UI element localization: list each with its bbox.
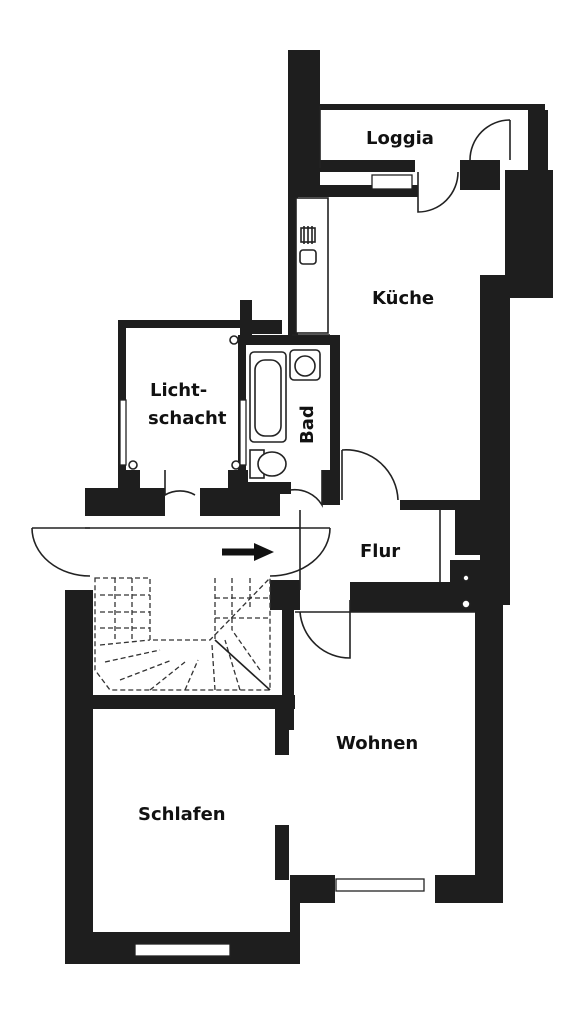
room-label-kueche: Küche bbox=[372, 288, 434, 309]
room-label-wohnen: Wohnen bbox=[336, 733, 418, 754]
room-label-flur: Flur bbox=[360, 541, 400, 562]
arrow-right-icon bbox=[222, 543, 274, 561]
room-label-loggia: Loggia bbox=[366, 128, 434, 149]
room-label-schlafen: Schlafen bbox=[138, 804, 226, 825]
room-label-lichtschacht-line2: schacht bbox=[148, 408, 227, 429]
partitions bbox=[292, 106, 475, 613]
walls bbox=[65, 50, 553, 964]
fixtures bbox=[128, 226, 471, 609]
doors bbox=[31, 119, 511, 659]
staircase bbox=[94, 576, 271, 691]
room-label-bad: Bad bbox=[297, 405, 318, 444]
windows bbox=[119, 174, 425, 957]
room-label-lichtschacht-line1: Licht- bbox=[150, 380, 207, 401]
